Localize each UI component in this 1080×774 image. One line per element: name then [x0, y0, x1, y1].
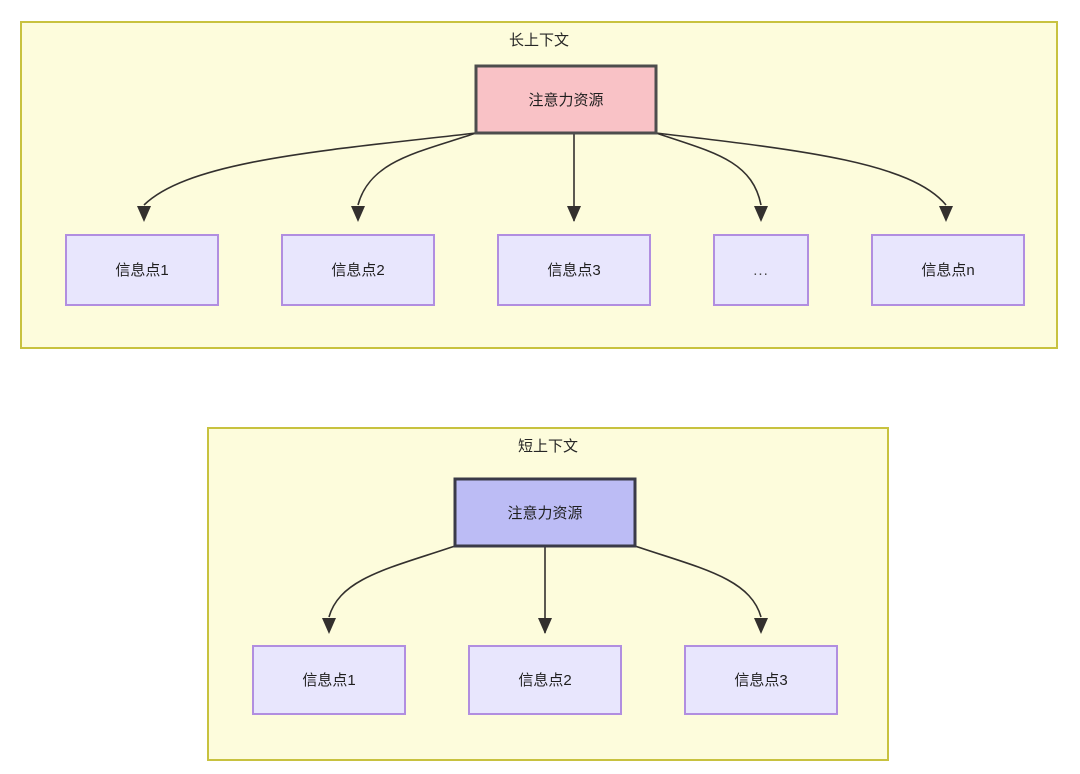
node-short-infopoint-3-rect[interactable]	[684, 645, 838, 715]
arrowhead-short-infopoint-1	[322, 618, 336, 634]
node-short-infopoint-2-label: 信息点2	[518, 672, 571, 689]
node-attention-resource-short[interactable]: 注意力资源	[453, 477, 637, 548]
edge-root-to-short-infopoint-1	[328, 545, 456, 618]
node-attention-resource-long-label: 注意力资源	[528, 91, 603, 109]
arrowhead-infopoint-2	[351, 206, 365, 222]
node-infopoint-2-label: 信息点2	[331, 262, 384, 279]
node-short-infopoint-1[interactable]: 信息点1	[252, 645, 406, 715]
edge-root-to-infopoint-2	[357, 132, 477, 206]
panel-short-context-title: 短上下文	[518, 438, 578, 455]
panel-long-context-title: 长上下文	[509, 32, 569, 49]
node-infopoint-1[interactable]: 信息点1	[65, 234, 219, 306]
panel-long-context: 长上下文 注意	[20, 21, 1058, 349]
arrowhead-infopoint-3	[567, 206, 581, 222]
node-infopoint-ellipsis-label: ...	[753, 262, 769, 279]
node-infopoint-2[interactable]: 信息点2	[281, 234, 435, 306]
edges-short-context	[322, 545, 768, 634]
node-infopoint-n[interactable]: 信息点n	[871, 234, 1025, 306]
node-short-infopoint-1-label: 信息点1	[302, 672, 355, 689]
node-infopoint-1-rect[interactable]	[65, 234, 219, 306]
node-infopoint-n-rect[interactable]	[871, 234, 1025, 306]
arrowhead-short-infopoint-3	[754, 618, 768, 634]
arrowhead-infopoint-ellipsis	[754, 206, 768, 222]
node-attention-resource-short-rect[interactable]	[453, 477, 637, 548]
node-infopoint-3-rect[interactable]	[497, 234, 651, 306]
node-short-infopoint-1-rect[interactable]	[252, 645, 406, 715]
node-infopoint-n-label: 信息点n	[921, 262, 974, 279]
node-infopoint-2-rect[interactable]	[281, 234, 435, 306]
node-infopoint-3-label: 信息点3	[547, 262, 600, 279]
node-infopoint-ellipsis-rect[interactable]	[713, 234, 809, 306]
node-short-infopoint-3-label: 信息点3	[734, 672, 787, 689]
node-infopoint-3[interactable]: 信息点3	[497, 234, 651, 306]
node-short-infopoint-3[interactable]: 信息点3	[684, 645, 838, 715]
arrowhead-short-infopoint-2	[538, 618, 552, 634]
edge-root-to-infopoint-n	[655, 132, 947, 206]
node-attention-resource-long[interactable]: 注意力资源	[474, 64, 658, 135]
node-short-infopoint-2-rect[interactable]	[468, 645, 622, 715]
edge-root-to-infopoint-1	[143, 132, 477, 206]
panel-short-context: 短上下文 注意力资源 信息点1	[207, 427, 889, 761]
edge-root-to-short-infopoint-3	[634, 545, 762, 618]
node-attention-resource-short-label: 注意力资源	[507, 504, 582, 522]
edge-root-to-infopoint-ellipsis	[655, 132, 762, 206]
arrowhead-infopoint-1	[137, 206, 151, 222]
arrowhead-infopoint-n	[939, 206, 953, 222]
node-short-infopoint-2[interactable]: 信息点2	[468, 645, 622, 715]
node-attention-resource-long-rect[interactable]	[474, 64, 658, 135]
edges-long-context	[137, 132, 953, 222]
node-infopoint-ellipsis[interactable]: ...	[713, 234, 809, 306]
node-infopoint-1-label: 信息点1	[115, 262, 168, 279]
